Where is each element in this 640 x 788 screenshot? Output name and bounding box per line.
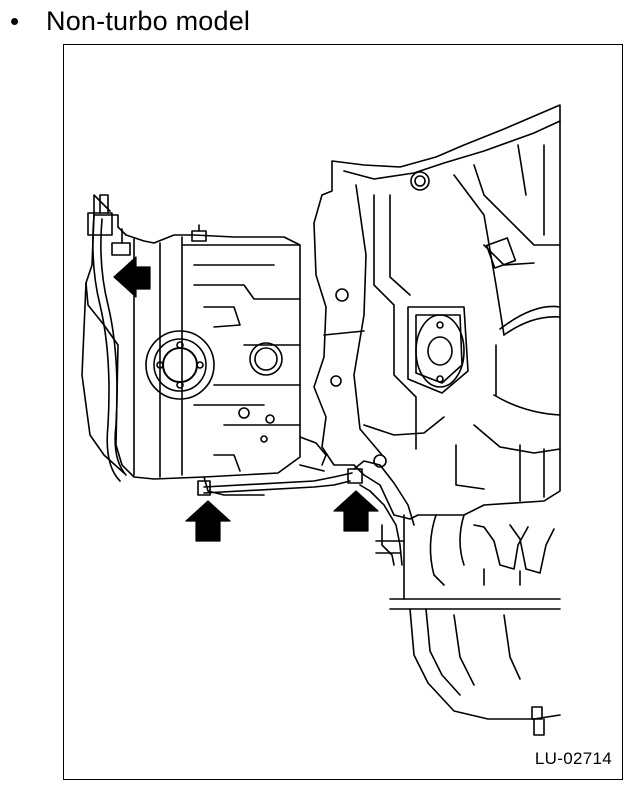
oil-pipe [197,460,415,566]
bullet-icon: • [10,6,20,36]
engine-line-drawing [81,104,561,736]
engine-diagram-frame: LU-02714 [63,44,623,780]
oil-pan [389,514,561,736]
heading-text: Non-turbo model [46,6,251,36]
figure-code: LU-02714 [534,749,612,768]
hose-assembly [87,194,131,482]
lower-left-arrow [185,500,231,542]
section-heading: • Non-turbo model [4,2,250,40]
lower-right-arrow [333,490,379,532]
engine-block [313,104,561,520]
oil-pump-housing [81,194,327,496]
upper-left-arrow [113,256,151,298]
indicator-arrows [113,256,379,542]
